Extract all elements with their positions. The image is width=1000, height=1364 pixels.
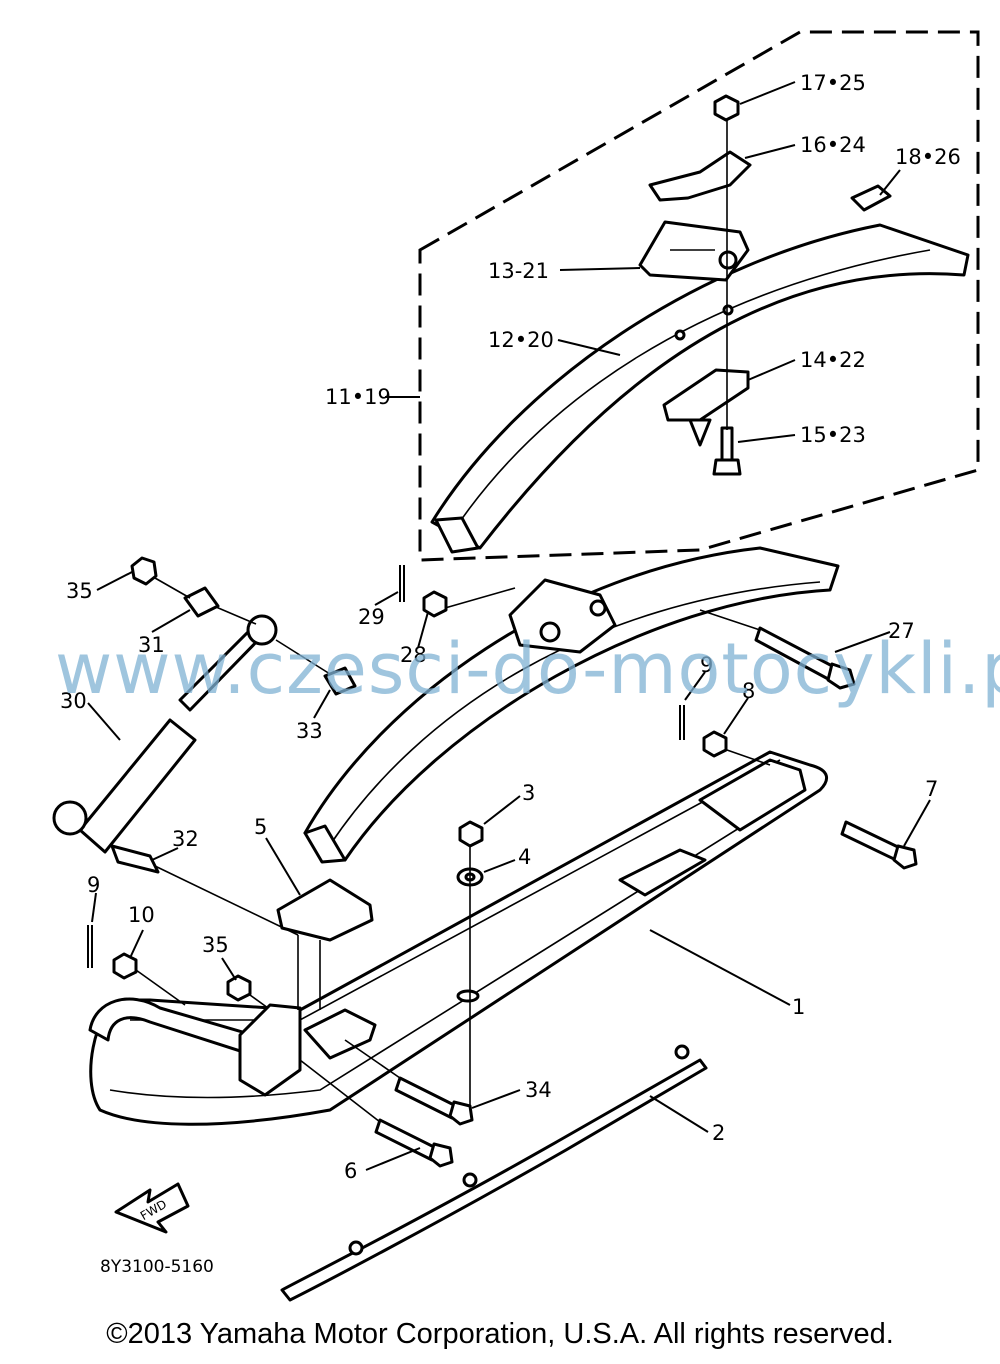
cotter-pin-29 bbox=[399, 565, 405, 602]
nut-8 bbox=[702, 730, 728, 758]
label-34: 34 bbox=[525, 1078, 552, 1102]
callout-leaders bbox=[87, 81, 931, 1171]
wear-bar-runner bbox=[280, 1044, 708, 1302]
label-17-25: 17•25 bbox=[800, 71, 866, 95]
label-28: 28 bbox=[400, 643, 427, 667]
label-10: 10 bbox=[128, 903, 155, 927]
bolt-15 bbox=[712, 426, 742, 476]
cotter-pin-9-upper bbox=[679, 705, 685, 740]
label-6: 6 bbox=[344, 1159, 357, 1183]
nut-top bbox=[713, 94, 740, 122]
nut-35-bottom bbox=[226, 974, 252, 1002]
collar-32 bbox=[110, 844, 160, 874]
label-2: 2 bbox=[712, 1121, 725, 1145]
collar-31 bbox=[183, 586, 220, 618]
label-35-bottom: 35 bbox=[202, 933, 229, 957]
label-1: 1 bbox=[792, 995, 805, 1019]
spring-pin bbox=[850, 184, 892, 212]
label-3: 3 bbox=[522, 781, 535, 805]
saddle-plate bbox=[276, 878, 374, 942]
label-14-22: 14•22 bbox=[800, 348, 866, 372]
label-29: 29 bbox=[358, 605, 385, 629]
collar-33 bbox=[323, 666, 357, 696]
forward-arrow-icon: FWD bbox=[114, 1182, 190, 1234]
alignment-lines bbox=[135, 577, 771, 1123]
bolt-34 bbox=[394, 1076, 474, 1126]
copyright-notice: ©2013 Yamaha Motor Corporation, U.S.A. A… bbox=[106, 1318, 894, 1350]
label-33: 33 bbox=[296, 719, 323, 743]
clamp-plate bbox=[648, 150, 752, 202]
spring-seat-bracket bbox=[638, 220, 750, 282]
spring-saddle bbox=[508, 578, 617, 654]
label-13-21: 13-21 bbox=[488, 259, 549, 283]
nut-10 bbox=[112, 952, 138, 980]
rear-mount-bracket bbox=[238, 1003, 377, 1097]
label-30: 30 bbox=[60, 689, 87, 713]
leaf-spring-upper bbox=[430, 223, 970, 554]
nut-35-top bbox=[130, 556, 158, 586]
shock-absorber bbox=[52, 614, 278, 854]
label-15-23: 15•23 bbox=[800, 423, 866, 447]
lower-clamp bbox=[662, 368, 750, 447]
label-12-20: 12•20 bbox=[488, 328, 554, 352]
nut-28 bbox=[422, 590, 448, 618]
bolt-27 bbox=[754, 626, 856, 690]
label-4: 4 bbox=[518, 845, 531, 869]
label-7: 7 bbox=[925, 777, 938, 801]
bolt-6 bbox=[374, 1118, 454, 1168]
label-27: 27 bbox=[888, 619, 915, 643]
catalog-code: 8Y3100-5160 bbox=[100, 1257, 214, 1277]
label-9-upper: 9 bbox=[700, 653, 713, 677]
label-5: 5 bbox=[254, 815, 267, 839]
label-35-top: 35 bbox=[66, 579, 93, 603]
label-18-26: 18•26 bbox=[895, 145, 961, 169]
label-32: 32 bbox=[172, 827, 199, 851]
cotter-pin-9-lower bbox=[87, 925, 93, 968]
label-8: 8 bbox=[742, 679, 755, 703]
label-9-lower: 9 bbox=[87, 873, 100, 897]
nut-3 bbox=[458, 820, 484, 848]
bolt-7 bbox=[840, 820, 918, 870]
label-31: 31 bbox=[138, 633, 165, 657]
label-16-24: 16•24 bbox=[800, 133, 866, 157]
watermark-url: www.czesci-do-motocykli.pl bbox=[55, 628, 1000, 710]
label-11-19: 11•19 bbox=[325, 385, 391, 409]
